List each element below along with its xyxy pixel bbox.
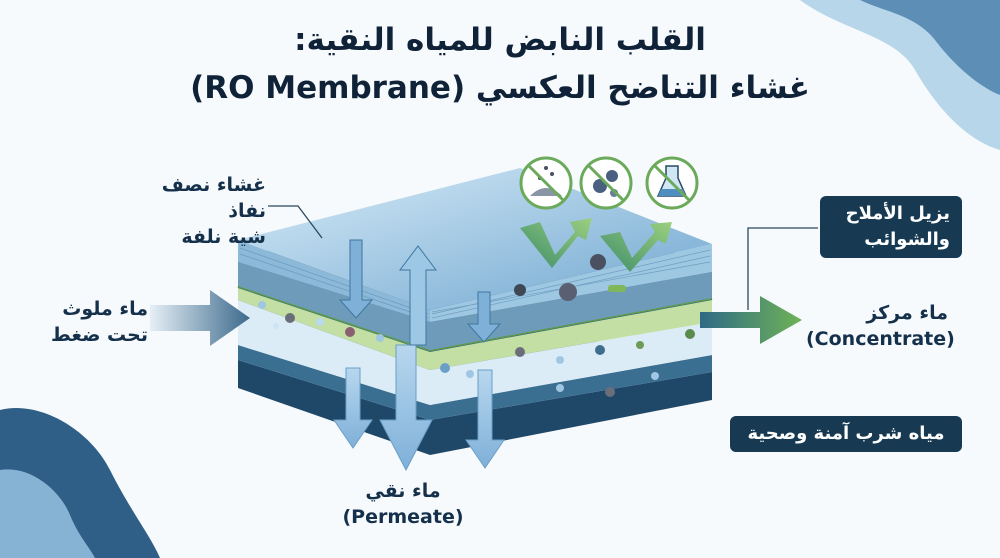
permeate-label-line2: (Permeate) bbox=[342, 506, 464, 528]
removes-leader-line bbox=[747, 227, 818, 310]
membrane-leader-line bbox=[268, 205, 323, 239]
rejection-arrow-1 bbox=[520, 218, 592, 268]
no-bacteria-icon bbox=[579, 156, 633, 210]
membrane-label: غشاء نصف نفاذ شية نلفة bbox=[126, 172, 266, 250]
permeate-arrow-2 bbox=[379, 344, 433, 472]
permeate-label: ماء نقي (Permeate) bbox=[338, 478, 468, 530]
corner-wave-bottom-left-light bbox=[0, 469, 95, 558]
rejection-arrow-2 bbox=[600, 222, 672, 272]
pressure-arrow-down-2 bbox=[466, 291, 502, 343]
green-membrane-layer bbox=[238, 288, 712, 370]
concentrate-label-line1: ماء مركز bbox=[866, 302, 948, 324]
membrane-label-line2: شية نلفة bbox=[181, 226, 266, 248]
removes-salts-line2: والشوائب bbox=[864, 229, 950, 250]
support-layer bbox=[238, 360, 712, 455]
pressure-arrow-down-1 bbox=[338, 239, 374, 319]
permeate-arrow-1 bbox=[333, 367, 373, 449]
no-salt-icon bbox=[519, 156, 573, 210]
particles bbox=[258, 254, 695, 397]
corner-wave-top-right-dark bbox=[860, 0, 1000, 95]
concentrate-label-line2: (Concentrate) bbox=[806, 328, 955, 350]
no-chemicals-icon bbox=[645, 156, 699, 210]
feed-label-line2: تحت ضغط bbox=[51, 324, 148, 346]
permeate-arrow-3 bbox=[465, 369, 505, 469]
page-title-line2: غشاء التناضح العكسي (RO Membrane) bbox=[190, 70, 810, 106]
pressure-arrow-up bbox=[399, 245, 437, 346]
concentrate-arrow bbox=[700, 296, 802, 344]
removes-salts-line1: يزيل الأملاح bbox=[845, 203, 950, 224]
feed-label: ماء ملوث تحت ضغط bbox=[30, 296, 148, 348]
safe-water-badge: مياه شرب آمنة وصحية bbox=[730, 416, 962, 452]
feed-arrow bbox=[150, 290, 250, 346]
feed-label-line1: ماء ملوث bbox=[62, 298, 148, 320]
page-title-line1: القلب النابض للمياه النقية: bbox=[294, 22, 706, 58]
membrane-label-line1: غشاء نصف نفاذ bbox=[161, 174, 266, 222]
permeate-label-line1: ماء نقي bbox=[365, 480, 441, 502]
concentrate-label: ماء مركز (Concentrate) bbox=[806, 300, 955, 352]
removes-salts-badge: يزيل الأملاح والشوائب bbox=[820, 196, 962, 258]
